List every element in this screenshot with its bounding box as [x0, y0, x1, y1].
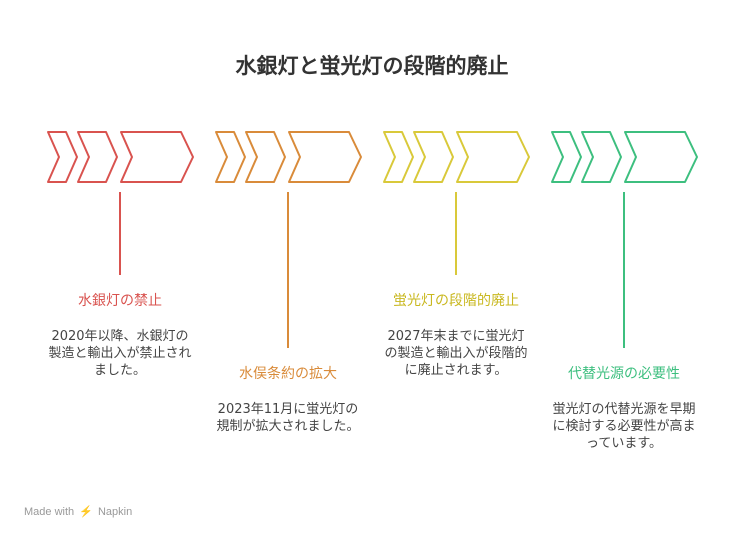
chevron-small-1	[47, 131, 78, 183]
step-2-label: 水俣条約の拡大	[239, 366, 337, 382]
chevron-small-1	[215, 131, 246, 183]
chevron-small-2	[245, 131, 286, 183]
napkin-logo-icon: ⚡	[79, 506, 93, 518]
brand-name: Napkin	[97, 506, 133, 518]
page-title: 水銀灯と蛍光灯の段階的廃止	[235, 54, 509, 78]
step-1-description: 2020年以降、水銀灯の製造と輸出入が禁止されました。	[48, 329, 192, 378]
step-4-description: 蛍光灯の代替光源を早期に検討する必要性が高まっています。	[552, 402, 696, 451]
arrow-large	[288, 131, 362, 183]
chevron-small-2	[581, 131, 622, 183]
chevron-small-2	[413, 131, 454, 183]
step-1-label: 水銀灯の禁止	[78, 293, 162, 309]
step-4-arrows	[551, 131, 698, 348]
arrow-large	[456, 131, 530, 183]
arrow-large	[120, 131, 194, 183]
step-2-description: 2023年11月に蛍光灯の規制が拡大されました。	[216, 402, 360, 434]
step-2-arrows	[215, 131, 362, 348]
chevron-small-2	[77, 131, 118, 183]
footer-attribution: Made with ⚡ Napkin	[24, 505, 132, 518]
chevron-small-1	[383, 131, 414, 183]
step-1-arrows	[47, 131, 194, 275]
arrow-large	[624, 131, 698, 183]
step-3-label: 蛍光灯の段階的廃止	[393, 293, 519, 309]
step-3-arrows	[383, 131, 530, 275]
step-3-description: 2027年末までに蛍光灯の製造と輸出入が段階的に廃止されます。	[384, 329, 528, 378]
made-with-text: Made with	[24, 506, 75, 518]
step-4-label: 代替光源の必要性	[568, 366, 680, 382]
chevron-small-1	[551, 131, 582, 183]
